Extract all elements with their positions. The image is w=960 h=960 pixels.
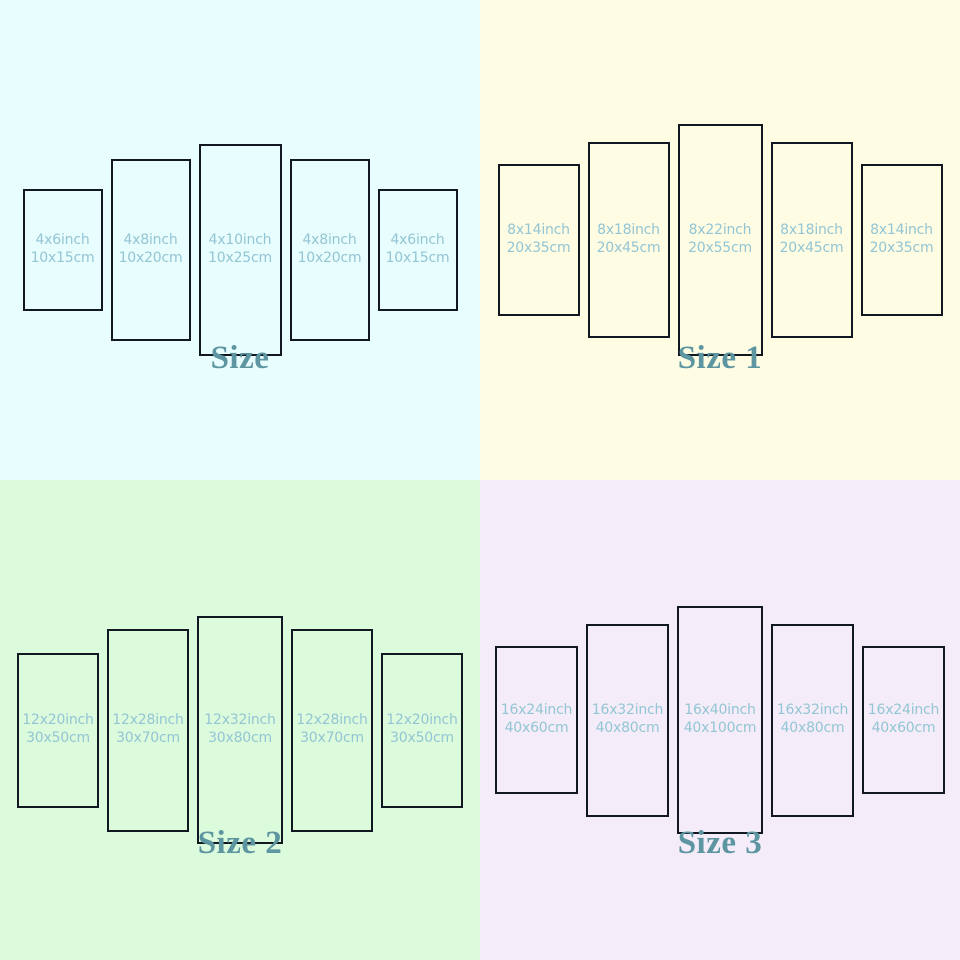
panel-size-cm: 40x60cm xyxy=(504,720,569,736)
panel-size-cm: 30x70cm xyxy=(116,730,180,746)
panel-size-cm: 10x25cm xyxy=(208,250,272,266)
panel-size-cm: 20x35cm xyxy=(506,240,571,256)
panel-size-inch: 16x32inch xyxy=(591,702,664,719)
panel-size-cm: 20x55cm xyxy=(688,240,752,256)
panel-size-cm: 10x15cm xyxy=(30,250,95,266)
panel-size-inch: 4x10inch xyxy=(208,232,272,249)
panel-size-cm: 20x35cm xyxy=(869,240,934,256)
panel-size-inch: 12x20inch xyxy=(386,712,458,729)
panel-size-inch: 16x40inch xyxy=(684,702,756,719)
panel-size-cm: 30x80cm xyxy=(208,730,272,746)
panel-size-inch: 4x6inch xyxy=(390,232,445,249)
size-option-title: Size 1 xyxy=(677,340,763,376)
panel-size-cm: 40x60cm xyxy=(871,720,936,736)
panel-size-cm: 20x45cm xyxy=(596,240,661,256)
panel-size-inch: 12x32inch xyxy=(204,712,276,729)
panel-size-cm: 40x80cm xyxy=(780,720,845,736)
panel-size-inch: 8x14inch xyxy=(870,222,933,239)
panel-size-inch: 4x8inch xyxy=(302,232,357,249)
panel-size-cm: 10x15cm xyxy=(385,250,450,266)
panel-size-inch: 16x24inch xyxy=(500,702,573,719)
size-option-title: Size 3 xyxy=(677,825,763,861)
panel-size-inch: 8x14inch xyxy=(507,222,570,239)
panel-size-cm: 20x45cm xyxy=(779,240,844,256)
panel-size-cm: 40x80cm xyxy=(595,720,660,736)
panel-size-inch: 8x18inch xyxy=(780,222,843,239)
panel-size-inch: 16x24inch xyxy=(867,702,940,719)
panel-size-inch: 8x22inch xyxy=(688,222,752,239)
panel-size-cm: 30x50cm xyxy=(390,730,454,746)
panel-size-inch: 8x18inch xyxy=(597,222,660,239)
panel-size-inch: 4x8inch xyxy=(123,232,178,249)
panel-size-inch: 16x32inch xyxy=(776,702,849,719)
panel-size-cm: 30x70cm xyxy=(300,730,364,746)
size-option-title: Size 2 xyxy=(197,825,283,861)
panel-size-inch: 12x28inch xyxy=(112,712,184,729)
panel-size-cm: 30x50cm xyxy=(26,730,90,746)
panel-size-cm: 10x20cm xyxy=(297,250,362,266)
panel-size-inch: 12x20inch xyxy=(22,712,94,729)
panel-size-inch: 4x6inch xyxy=(35,232,90,249)
panel-size-cm: 40x100cm xyxy=(683,720,757,736)
size-option-title: Size xyxy=(210,340,270,376)
panel-size-inch: 12x28inch xyxy=(296,712,368,729)
panel-size-cm: 10x20cm xyxy=(118,250,183,266)
